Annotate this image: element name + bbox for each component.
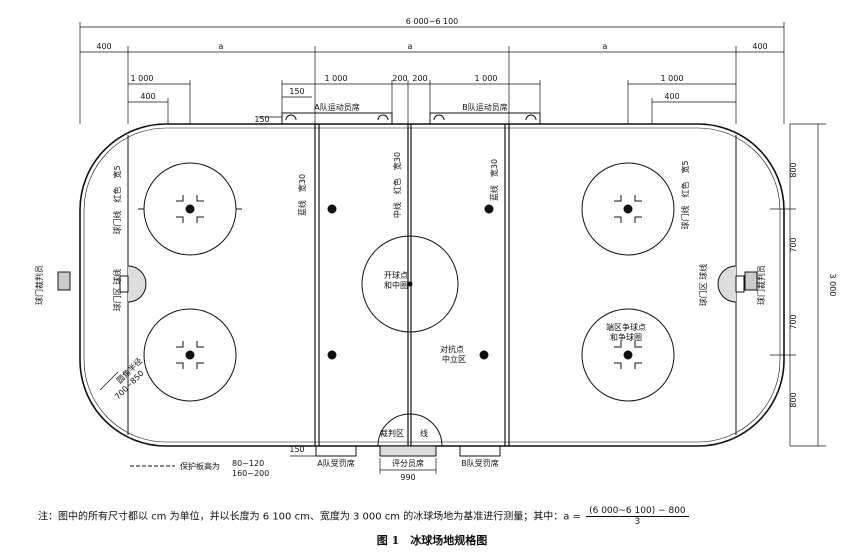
label-referee-line: 线 (420, 428, 428, 438)
rink-outline (79, 123, 785, 447)
goal-crease-right (717, 265, 737, 303)
dim-800-top: 800 (789, 162, 798, 177)
faceoff-circle-left-bottom (143, 308, 237, 402)
penalty-box-b (459, 445, 501, 457)
figure-caption: 图 1 冰球场地规格图 (376, 534, 488, 547)
label-bench-b: B队运动员席 (462, 102, 508, 112)
label-blue-line: 蓝线 宽30 (297, 174, 307, 216)
dim-200-a: 200 (392, 74, 407, 83)
neutral-spot-3 (327, 350, 337, 360)
center-circle (361, 235, 459, 333)
formula-denominator: 3 (634, 517, 641, 527)
penalty-box-a (315, 445, 357, 457)
label-scorers: 评分员席 (392, 458, 424, 468)
dim-400-left: 400 (140, 92, 155, 101)
goal-left (119, 275, 129, 293)
dim-1000-bench-a: 1 000 (325, 74, 348, 83)
dim-150-bottom: 150 (289, 445, 304, 454)
dim-width: 3 000 (828, 274, 837, 297)
dim-end-right: 400 (752, 42, 767, 51)
neutral-spot-1 (327, 204, 337, 214)
label-faceoff-neutral: 对抗点中立区 (440, 344, 466, 364)
label-board-legend: 保护板高为 (180, 461, 220, 471)
label-referee-crease: 裁判区 (380, 428, 404, 438)
dim-400-right: 400 (664, 92, 679, 101)
label-bench-a: A队运动员席 (314, 102, 359, 112)
goal-judge-box-right (744, 271, 758, 291)
label-goal-judge-right: 球门裁判员 (756, 265, 766, 305)
label-center-circle: 开球点和中圈 (384, 270, 408, 290)
label-penalty-a: A队受罚席 (317, 458, 354, 468)
center-spot (407, 281, 413, 287)
dim-700-bottom: 700 (789, 314, 798, 329)
dim-end-left: 400 (96, 42, 111, 51)
faceoff-circle-left-top (138, 162, 242, 256)
dim-1000-left: 1 000 (131, 74, 154, 83)
dim-150-bench: 150 (289, 87, 304, 96)
goal-judge-box-left (57, 271, 71, 291)
label-goal-line-right: 球门线 红色 宽5 (680, 160, 690, 229)
bench-team-b (429, 112, 541, 125)
dimension-labels: 6 000~6 100 400 a a a 400 1 000 400 1 00… (96, 17, 837, 482)
goal-right (735, 275, 745, 293)
label-center-line: 中线 红色 宽30 (392, 152, 402, 218)
formula-numerator: (6 000~6 100) − 800 (586, 506, 689, 517)
footnote-text: 注：图中的所有尺寸都以 cm 为单位，并以长度为 6 100 cm、宽度为 3 … (38, 511, 581, 523)
dim-zone-left: a (219, 42, 224, 51)
referee-crease (377, 413, 443, 447)
dim-total-length: 6 000~6 100 (406, 17, 459, 26)
faceoff-circle-right-top (581, 162, 675, 256)
dim-700-top: 700 (789, 237, 798, 252)
dim-1000-right: 1 000 (661, 74, 684, 83)
dim-800-bottom: 800 (789, 392, 798, 407)
label-goal-crease-right: 球门区 球线 (698, 264, 708, 307)
goal-crease-left (127, 265, 147, 303)
label-goal-judge-left: 球门裁判员 (34, 265, 44, 305)
neutral-spot-2 (484, 204, 494, 214)
label-faceoff-end: 端区争球点和争球圈 (606, 322, 646, 342)
rink-inner-outline (83, 127, 781, 443)
formula-fraction: (6 000~6 100) − 800 3 (586, 506, 689, 527)
center-circle-line1: 开球点 (384, 270, 408, 280)
dim-1000-bench-b: 1 000 (475, 74, 498, 83)
dim-bench-width: 990 (400, 473, 415, 482)
label-penalty-b: B队受罚席 (461, 458, 499, 468)
faceoff-circle-right-bottom (581, 308, 675, 402)
footnote: 注：图中的所有尺寸都以 cm 为单位，并以长度为 6 100 cm、宽度为 3 … (38, 506, 691, 527)
dim-150-top: 150 (254, 115, 269, 124)
bench-team-a (281, 112, 393, 125)
label-goal-crease-left: 球门区 球线 (112, 269, 122, 312)
dim-zone-center: a (408, 42, 413, 51)
label-goal-line-left: 球门线 红色 宽5 (112, 165, 122, 234)
neutral-spot-4 (479, 350, 489, 360)
dim-200-b: 200 (412, 74, 427, 83)
scorer-box (379, 445, 437, 457)
label-blue-line-right: 蓝线 宽30 (489, 159, 499, 201)
dim-zone-right: a (603, 42, 608, 51)
